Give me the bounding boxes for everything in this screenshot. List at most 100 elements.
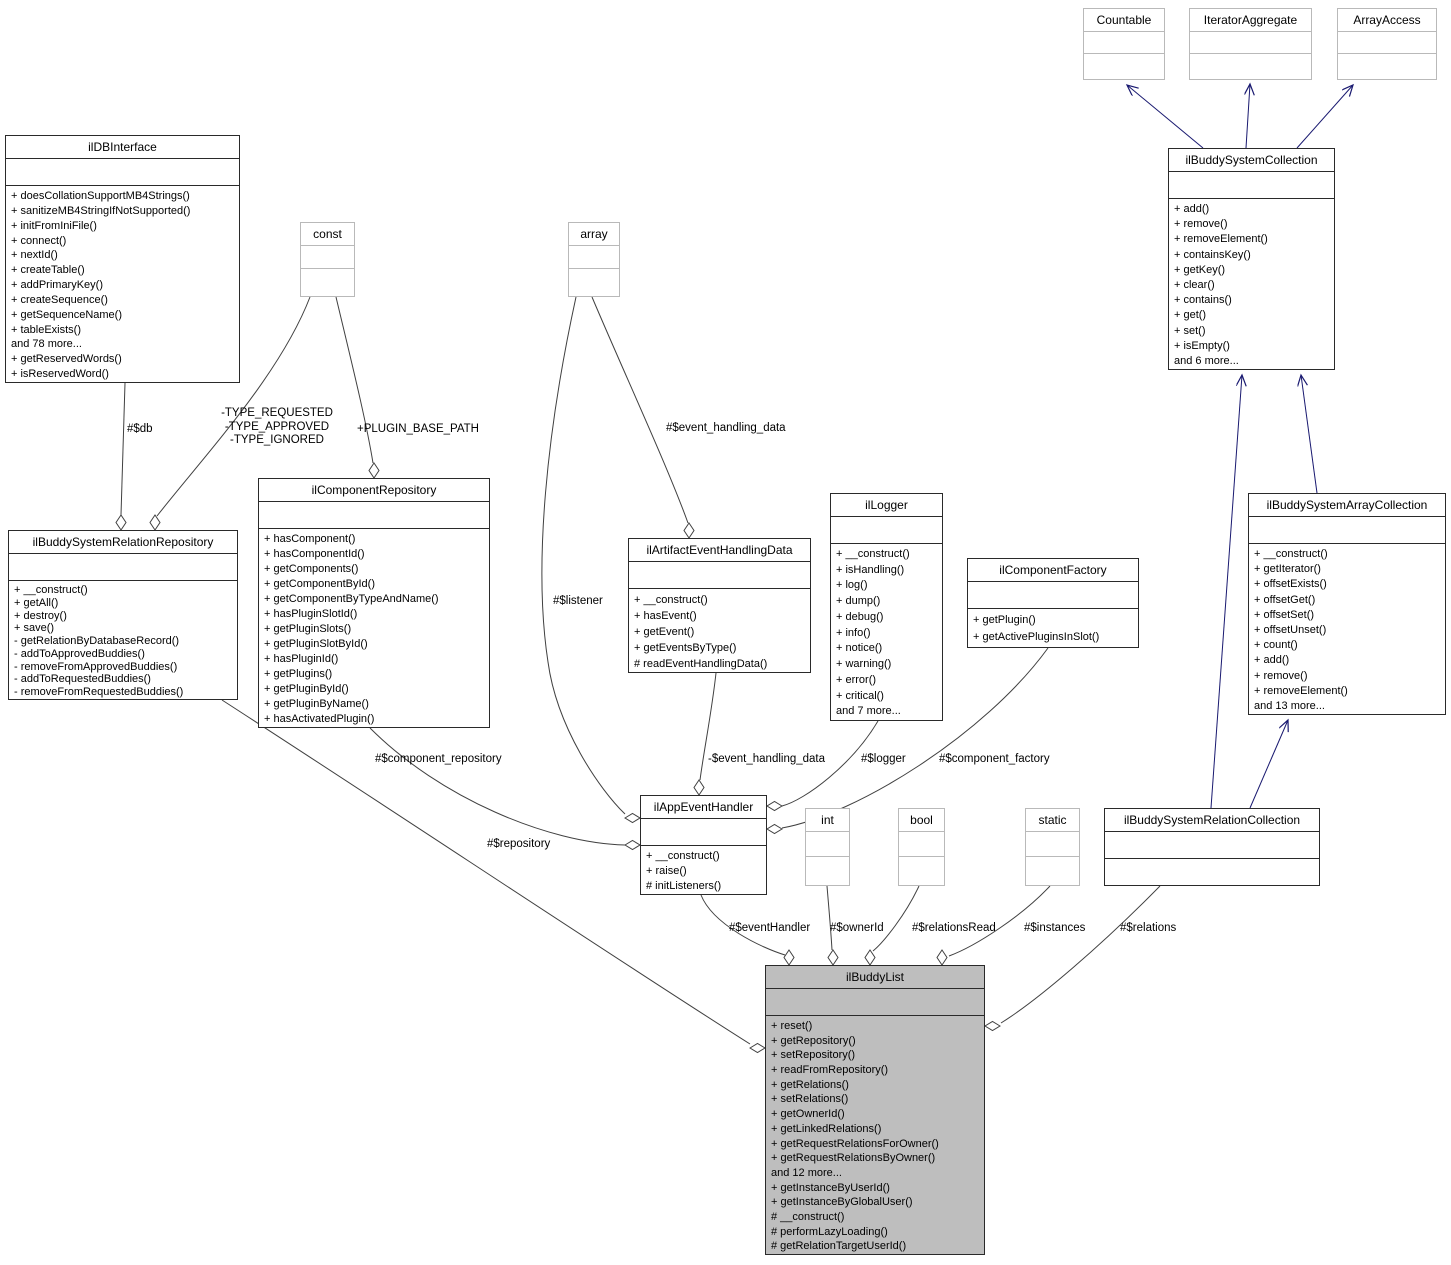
class-title: static (1026, 809, 1079, 832)
member: + error() (836, 673, 877, 686)
class-ilBuddySystemArrayCollection[interactable]: ilBuddySystemArrayCollection+ __construc… (1248, 493, 1446, 715)
generalization-edge-arrayaccess (1296, 85, 1353, 149)
attributes-compartment (1190, 32, 1311, 53)
member: + setRelations() (771, 1093, 849, 1106)
member: + get() (1174, 309, 1207, 322)
aggregation-diamond (749, 1042, 766, 1054)
aggregation-diamond (115, 514, 127, 531)
class-int[interactable]: int (805, 808, 850, 886)
member: - addToApprovedBuddies() (14, 647, 145, 660)
member: + contains() (1174, 294, 1232, 307)
member: + getPluginById() (264, 683, 349, 695)
class-title: ilDBInterface (6, 136, 239, 159)
member: + getEvent() (634, 626, 695, 638)
methods-compartment (1190, 52, 1311, 80)
member: + removeElement() (1254, 684, 1348, 697)
class-ilLogger[interactable]: ilLogger+ __construct()+ isHandling()+ l… (830, 493, 943, 721)
member: + hasComponentId() (264, 548, 365, 560)
class-ilBuddySystemRelationCollection[interactable]: ilBuddySystemRelationCollection (1104, 808, 1320, 886)
member: + isHandling() (836, 563, 905, 576)
attributes-compartment (1026, 832, 1079, 856)
member: - getRelationByDatabaseRecord() (14, 635, 180, 648)
attributes-compartment (641, 819, 766, 845)
generalization-edge-relationcollection-arraycollection (1249, 720, 1288, 809)
member: - removeFromApprovedBuddies() (14, 660, 178, 673)
class-title: ilComponentRepository (259, 479, 489, 502)
member: + getRelations() (771, 1078, 849, 1091)
methods-compartment (806, 855, 849, 886)
class-bool[interactable]: bool (898, 808, 945, 886)
edge-label: #$event_handling_data (666, 422, 786, 434)
member: + clear() (1174, 278, 1215, 291)
class-IteratorAggregate[interactable]: IteratorAggregate (1189, 8, 1312, 80)
member: + critical() (836, 689, 884, 702)
class-static[interactable]: static (1025, 808, 1080, 886)
member: + containsKey() (1174, 248, 1251, 261)
methods-compartment: + __construct()+ hasEvent()+ getEvent()+… (629, 588, 810, 672)
edge-label: #$instances (1024, 922, 1086, 934)
attributes-compartment (968, 582, 1138, 608)
member: + info() (836, 626, 871, 639)
class-title: IteratorAggregate (1190, 9, 1311, 32)
aggregation-diamond (827, 949, 839, 966)
association-edge-db (120, 382, 126, 516)
member: + tableExists() (11, 323, 81, 336)
member: + warning() (836, 658, 892, 671)
methods-compartment (569, 268, 619, 296)
class-title: ilBuddySystemCollection (1169, 149, 1334, 172)
class-ilBuddySystemCollection[interactable]: ilBuddySystemCollection + add()+ remove()… (1168, 148, 1335, 370)
attributes-compartment (1249, 517, 1445, 543)
edge-label: #$logger (861, 753, 906, 765)
association-edge-array-eventhandlingdata (591, 296, 689, 524)
member: + createTable() (11, 264, 85, 277)
class-ilArtifactEventHandlingData[interactable]: ilArtifactEventHandlingData+ __construct… (628, 538, 811, 673)
member: + getOwnerId() (771, 1108, 845, 1121)
edge-label: #$relations (1120, 922, 1177, 934)
member: + debug() (836, 610, 884, 623)
association-edge-ownerid (826, 885, 833, 951)
class-ilAppEventHandler[interactable]: ilAppEventHandler+ __construct()+ raise(… (640, 795, 767, 895)
class-ilComponentFactory[interactable]: ilComponentFactory+ getPlugin()+ getActi… (967, 558, 1139, 648)
methods-compartment (1105, 858, 1319, 885)
member: and 7 more... (836, 705, 901, 718)
member: + __construct() (634, 594, 708, 606)
class-ilComponentRepository[interactable]: ilComponentRepository + hasComponent() + h… (258, 478, 490, 728)
member: + doesCollationSupportMB4Strings() (11, 190, 190, 202)
aggregation-diamond (936, 949, 948, 966)
member: + getComponentByTypeAndName() (264, 593, 439, 605)
edge-label: +PLUGIN_BASE_PATH (357, 423, 479, 435)
member: + createSequence() (11, 293, 108, 306)
class-const[interactable]: const (300, 222, 355, 297)
member: # readEventHandlingData() (634, 658, 768, 670)
attributes-compartment (629, 562, 810, 588)
class-array[interactable]: array (568, 222, 620, 297)
class-ilBuddySystemRelationRepository[interactable]: ilBuddySystemRelationRepository+ __const… (8, 530, 238, 700)
member: + hasEvent() (634, 610, 697, 622)
edge-label: #$repository (487, 838, 551, 850)
member: + remove() (1254, 669, 1308, 682)
member: + hasComponent() (264, 533, 356, 545)
class-ilBuddyList[interactable]: ilBuddyList+ reset()+ getRepository()+ s… (765, 965, 985, 1255)
aggregation-diamond (984, 1020, 1001, 1032)
class-ilDBInterface[interactable]: ilDBInterface + doesCollationSupportMB4St… (5, 135, 240, 383)
member: + getActivePluginsInSlot() (973, 630, 1100, 643)
edge-label: #$eventHandler (729, 922, 811, 934)
member: + getInstanceByGlobalUser() (771, 1196, 913, 1209)
methods-compartment: + add()+ remove()+ removeElement()+ cont… (1169, 198, 1334, 369)
member: + getComponents() (264, 563, 359, 575)
member: # performLazyLoading() (771, 1225, 888, 1238)
member: + offsetSet() (1254, 608, 1315, 621)
methods-compartment: + getPlugin()+ getActivePluginsInSlot() (968, 608, 1138, 647)
member: # initListeners() (646, 880, 722, 892)
member: + addPrimaryKey() (11, 279, 104, 292)
member: and 6 more... (1174, 354, 1239, 367)
methods-compartment: + reset()+ getRepository()+ setRepositor… (766, 1015, 984, 1254)
class-ArrayAccess[interactable]: ArrayAccess (1337, 8, 1437, 80)
aggregation-diamond (368, 462, 380, 479)
association-edge-array-listener (541, 296, 626, 815)
class-Countable[interactable]: Countable (1083, 8, 1165, 80)
edge-label: #$ownerId (830, 922, 884, 934)
class-title: ArrayAccess (1338, 9, 1436, 32)
member: + __construct() (646, 850, 720, 862)
member: + getReservedWords() (11, 353, 122, 366)
